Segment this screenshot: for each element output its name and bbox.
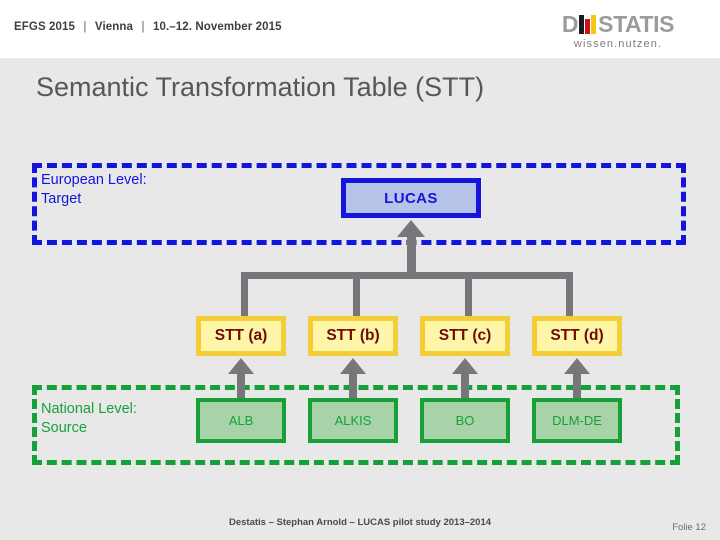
european-level-zone: [32, 163, 686, 245]
node-alb[interactable]: ALB: [196, 398, 286, 443]
destatis-logo: D STATIS wissen.nutzen.: [530, 12, 706, 52]
national-level-label-line2: Source: [41, 420, 87, 436]
node-dlm-de[interactable]: DLM-DE: [532, 398, 622, 443]
connector-stem-dlmde-to-stt-d: [573, 372, 581, 400]
national-level-label: National Level: Source: [41, 400, 137, 438]
header-event-name: EFGS 2015: [14, 21, 75, 33]
connector-drop-stt-d: [566, 272, 573, 318]
connector-drop-stt-b: [353, 272, 360, 318]
footer-slide-number: Folie 12: [672, 522, 706, 533]
node-stt-b[interactable]: STT (b): [308, 316, 398, 356]
german-flag-icon: [579, 15, 597, 34]
destatis-wordmark-suffix: STATIS: [598, 11, 675, 37]
node-bo[interactable]: BO: [420, 398, 510, 443]
connector-horizontal-bus: [241, 272, 573, 279]
arrow-alb-to-stt-a-icon: [228, 358, 254, 374]
header-dates: 10.–12. November 2015: [152, 21, 282, 33]
node-alkis[interactable]: ALKIS: [308, 398, 398, 443]
header-separator-1: |: [83, 21, 87, 33]
header-event-info: EFGS 2015 | Vienna | 10.–12. November 20…: [14, 21, 282, 33]
flag-bar-gold: [591, 15, 597, 34]
flag-bar-red: [585, 19, 591, 34]
destatis-wordmark-prefix: D: [561, 11, 579, 37]
arrow-to-lucas-icon: [397, 220, 425, 237]
destatis-tagline: wissen.nutzen.: [573, 38, 663, 50]
connector-stem-alb-to-stt-a: [237, 372, 245, 400]
national-level-label-line1: National Level:: [41, 401, 137, 417]
european-level-label-line2: Target: [41, 191, 82, 207]
node-lucas[interactable]: LUCAS: [341, 178, 481, 218]
destatis-wordmark: D STATIS: [530, 12, 706, 37]
page-title: Semantic Transformation Table (STT): [36, 72, 485, 102]
slide-header: EFGS 2015 | Vienna | 10.–12. November 20…: [0, 0, 720, 58]
arrow-alkis-to-stt-b-icon: [340, 358, 366, 374]
flag-bar-black: [579, 15, 585, 34]
node-stt-d[interactable]: STT (d): [532, 316, 622, 356]
footer-credit: Destatis – Stephan Arnold – LUCAS pilot …: [228, 517, 492, 528]
connector-stem-bo-to-stt-c: [461, 372, 469, 400]
node-stt-a[interactable]: STT (a): [196, 316, 286, 356]
arrow-bo-to-stt-c-icon: [452, 358, 478, 374]
header-separator-2: |: [141, 21, 145, 33]
arrow-dlmde-to-stt-d-icon: [564, 358, 590, 374]
connector-drop-stt-a: [241, 272, 248, 318]
european-level-label: European Level: Target: [41, 171, 147, 209]
connector-drop-stt-c: [465, 272, 472, 318]
connector-stem-to-lucas: [407, 236, 416, 276]
connector-stem-alkis-to-stt-b: [349, 372, 357, 400]
european-level-label-line1: European Level:: [41, 172, 147, 188]
header-location: Vienna: [94, 21, 134, 33]
node-stt-c[interactable]: STT (c): [420, 316, 510, 356]
